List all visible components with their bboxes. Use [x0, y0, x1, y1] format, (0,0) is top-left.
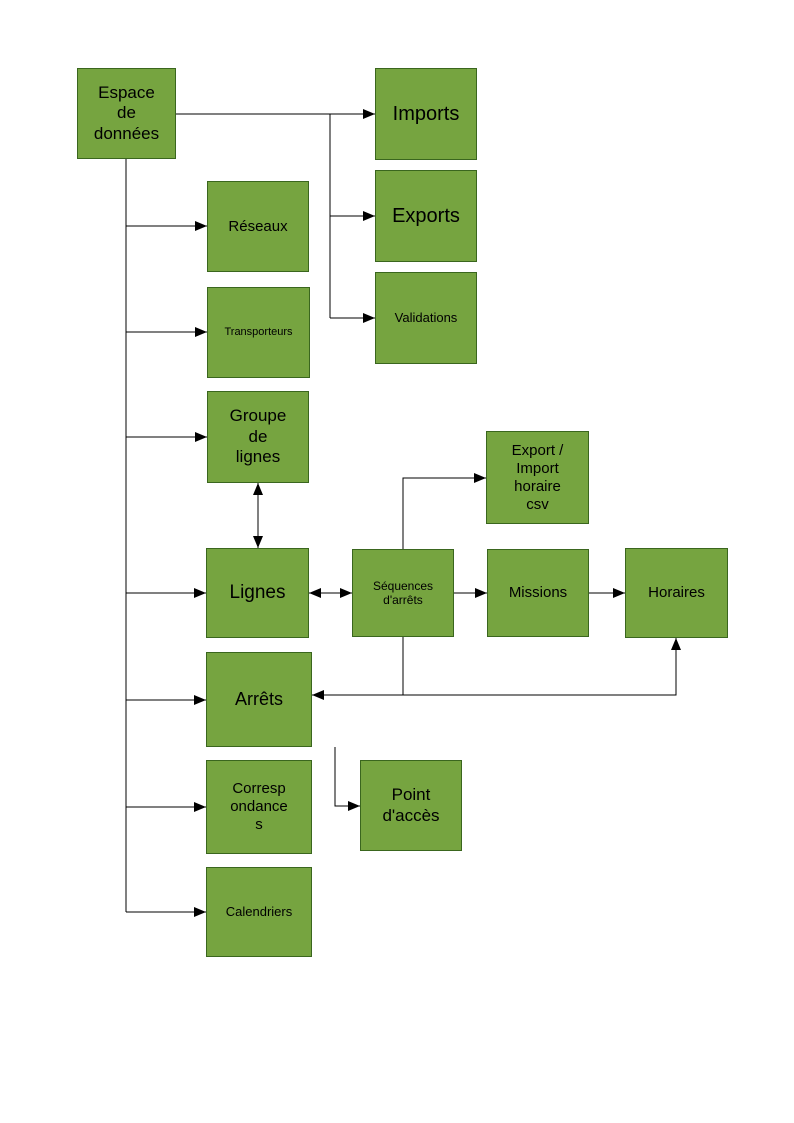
node-imports-label: Imports [392, 103, 460, 125]
node-validations: Validations [375, 272, 477, 364]
node-groupe-de-lignes-label: Groupe de lignes [229, 406, 287, 467]
node-calendriers: Calendriers [206, 867, 312, 957]
node-espace-de-donnees-label: Espace de données [93, 82, 160, 143]
edge-arrets-point-dacces [334, 747, 360, 811]
node-sequences-darrets-label: Séquences d'arrêts [372, 578, 434, 607]
node-export-import-horaire-csv-label: Export / Import horaire csv [511, 441, 564, 513]
node-correspondances-label: Corresp ondance s [230, 780, 288, 833]
node-exports-label: Exports [392, 205, 460, 227]
node-arrets: Arrêts [206, 652, 312, 747]
node-calendriers-label: Calendriers [225, 904, 293, 920]
node-arrets-label: Arrêts [234, 688, 283, 709]
node-horaires-label: Horaires [648, 584, 705, 601]
node-missions: Missions [487, 549, 589, 637]
node-horaires: Horaires [625, 548, 728, 638]
node-transporteurs: Transporteurs [207, 287, 310, 378]
node-espace-de-donnees: Espace de données [77, 68, 176, 159]
node-imports: Imports [375, 68, 477, 160]
node-point-dacces: Point d'accès [360, 760, 462, 851]
node-reseaux-label: Réseaux [228, 217, 288, 235]
node-transporteurs-label: Transporteurs [224, 325, 293, 338]
node-lignes-label: Lignes [229, 581, 286, 603]
node-exports: Exports [375, 170, 477, 262]
node-groupe-de-lignes: Groupe de lignes [207, 391, 309, 483]
node-point-dacces-label: Point d'accès [382, 785, 440, 825]
edge-sequences-export-import [402, 473, 486, 549]
node-validations-label: Validations [394, 310, 458, 326]
node-reseaux: Réseaux [207, 181, 309, 272]
node-correspondances: Corresp ondance s [206, 760, 312, 854]
node-export-import-horaire-csv: Export / Import horaire csv [486, 431, 589, 524]
edge-sequences-horaires [403, 638, 681, 696]
node-missions-label: Missions [508, 584, 568, 601]
node-sequences-darrets: Séquences d'arrêts [352, 549, 454, 637]
edge-sequences-arrets [312, 637, 404, 700]
node-lignes: Lignes [206, 548, 309, 638]
